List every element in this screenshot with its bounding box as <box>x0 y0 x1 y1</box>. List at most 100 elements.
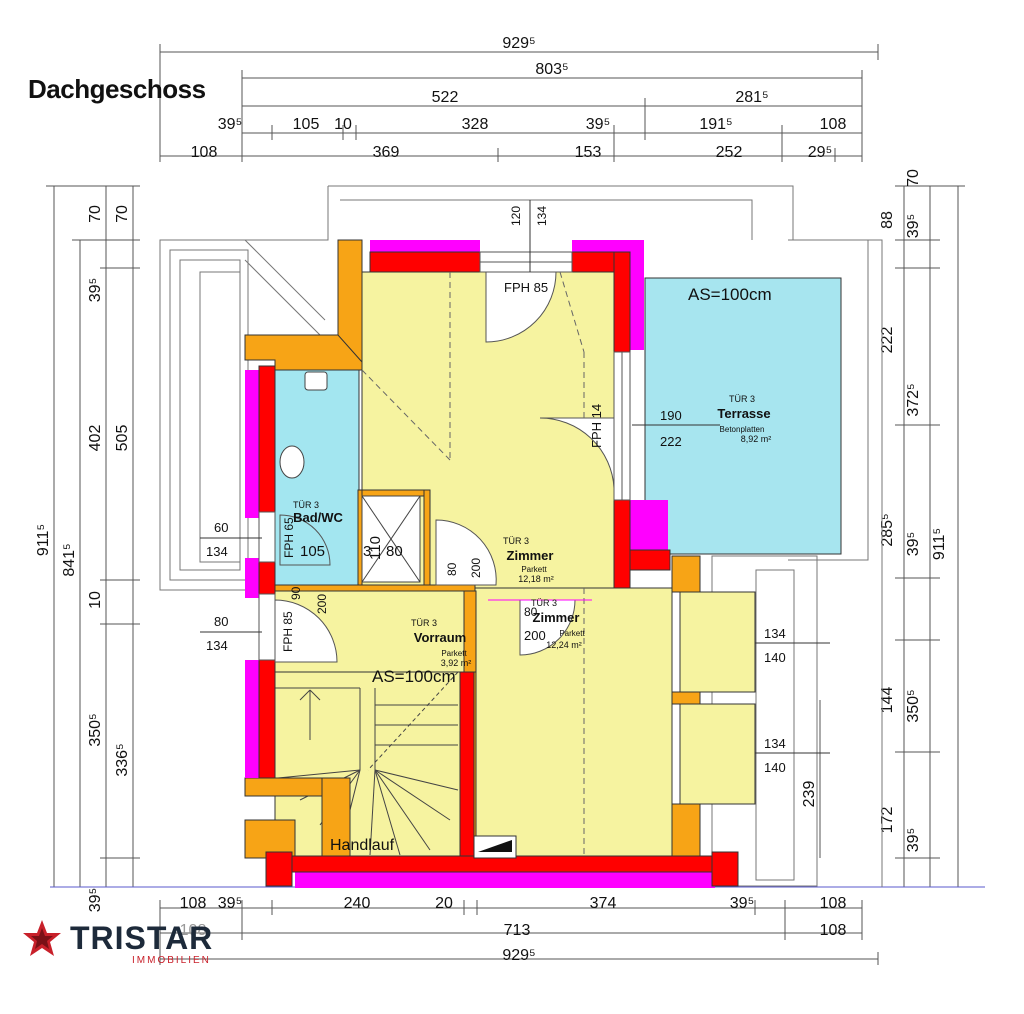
dim-right-395c: 39⁵ <box>905 828 922 852</box>
v200-label: 200 <box>315 594 329 614</box>
dim-left-505: 505 <box>114 425 131 452</box>
room-label-bad: TÜR 3 Bad/WC <box>293 500 344 525</box>
room-area: 8,92 m² <box>741 434 772 444</box>
bath90-label: 90 <box>289 586 303 600</box>
dim-top-1: 929⁵ <box>502 35 535 52</box>
door-swings <box>274 271 615 663</box>
dim-right-88: 88 <box>879 211 896 229</box>
fph14-label: FPH 14 <box>589 404 604 448</box>
right-dimension-texts: 70 88 39⁵ 222 372⁵ 285⁵ 39⁵ 911⁵ 144 350… <box>801 169 948 852</box>
dim-bottom-1d: 20 <box>435 895 453 912</box>
room-floor: Betonplatten <box>720 425 765 434</box>
room-name: Bad/WC <box>293 510 343 525</box>
dim-bottom-3: 929⁵ <box>502 947 535 964</box>
bath3-label: 3 <box>363 543 371 560</box>
dim-left-395b: 39⁵ <box>87 888 104 912</box>
room-label-vorraum: TÜR 3 Vorraum Parkett 3,92 m² <box>411 618 471 668</box>
room-area: 12,18 m² <box>518 574 554 584</box>
room-door: TÜR 3 <box>411 618 437 628</box>
w120-label: 120 <box>509 206 523 226</box>
room-name: Vorraum <box>414 630 467 645</box>
room-door: TÜR 3 <box>531 598 557 608</box>
room-area: 3,92 m² <box>441 658 472 668</box>
fph85-left-label: FPH 85 <box>281 611 295 652</box>
as-label-top: AS=100cm <box>688 285 772 304</box>
dim-right-2855: 285⁵ <box>879 513 896 546</box>
dim-left-395: 39⁵ <box>87 278 104 302</box>
dim-right-9115: 911⁵ <box>931 528 948 560</box>
t190-label: 190 <box>660 408 682 423</box>
room-floor: Parkett <box>559 629 585 638</box>
toilet-icon <box>304 371 328 391</box>
dim-left-70b: 70 <box>114 205 131 223</box>
dim-left-10: 10 <box>87 591 104 609</box>
dim-left-3365: 336⁵ <box>114 743 131 776</box>
dim-bottom-1e: 374 <box>590 895 617 912</box>
walls <box>244 239 739 888</box>
bottom-dimension-texts: 108 39⁵ 240 20 374 39⁵ 108 108 713 108 9… <box>180 895 847 964</box>
room-area: 12,24 m² <box>546 640 582 650</box>
dim-bottom-1a: 108 <box>180 895 207 912</box>
left-dimension-texts: 911⁵ 841⁵ 70 70 39⁵ 402 505 10 350⁵ 336⁵… <box>35 205 131 912</box>
tristar-logo: TRISTAR IMMOBILIEN <box>20 918 240 966</box>
dim-top-4a: 39⁵ <box>218 116 242 133</box>
z2-80-label: 80 <box>524 605 538 619</box>
z80-label: 80 <box>445 562 459 576</box>
dim-top-3b: 281⁵ <box>735 89 768 106</box>
sink-icon <box>279 445 305 479</box>
w134-label: 134 <box>535 206 549 226</box>
dim-top-4d: 328 <box>462 116 489 133</box>
dim-right-395a: 39⁵ <box>905 214 922 238</box>
dim-right-172: 172 <box>879 807 896 834</box>
fph85-top-label: FPH 85 <box>504 280 548 295</box>
dim-top-5e: 29⁵ <box>808 144 832 161</box>
right-dimension-lines <box>819 185 965 887</box>
as-label-mid: AS=100cm <box>372 667 456 686</box>
dim-left-9115: 911⁵ <box>35 524 52 556</box>
left-dimension-lines <box>46 185 140 887</box>
dim-right-239: 239 <box>801 781 818 808</box>
logo-sub: IMMOBILIEN <box>132 955 211 966</box>
z200-label: 200 <box>469 558 483 578</box>
room-name: Zimmer <box>533 610 580 625</box>
bath105-label: 105 <box>300 543 325 560</box>
top-dimension-lines <box>159 44 879 162</box>
room-label-zimmer-upper: TÜR 3 Zimmer Parkett 12,18 m² <box>503 536 554 584</box>
dim-top-2: 803⁵ <box>535 61 568 78</box>
room-door: TÜR 3 <box>729 394 755 404</box>
room-name: Terrasse <box>717 406 770 421</box>
room-label-zimmer-lower: TÜR 3 Zimmer Parkett 12,24 m² <box>531 598 585 650</box>
dim-top-5b: 369 <box>373 144 400 161</box>
z2-200-label: 200 <box>524 628 546 643</box>
fph65-label: FPH 65 <box>282 517 296 558</box>
dim-bottom-1c: 240 <box>344 895 371 912</box>
page-title: Dachgeschoss <box>28 74 206 104</box>
room-door: TÜR 3 <box>293 500 319 510</box>
b80-label: 80 <box>214 614 228 629</box>
dim-top-4c: 10 <box>334 116 352 133</box>
dim-top-5a: 108 <box>191 144 218 161</box>
r140b-label: 140 <box>764 760 786 775</box>
bath110-label: 110 <box>367 536 384 560</box>
dim-right-70: 70 <box>905 169 922 187</box>
room-door: TÜR 3 <box>503 536 529 546</box>
plan-labels: AS=100cm AS=100cm FPH 85 FPH 14 FPH 65 F… <box>206 206 786 854</box>
dim-top-4b: 105 <box>293 116 320 133</box>
sanitary <box>279 371 421 583</box>
room-floor: Parkett <box>441 649 467 658</box>
inner-dim-lines <box>200 200 830 754</box>
top-dimension-texts: 929⁵ 803⁵ 522 281⁵ 39⁵ 105 10 328 39⁵ 19… <box>191 35 847 161</box>
dim-bottom-2b: 713 <box>504 922 531 939</box>
dim-right-3725: 372⁵ <box>905 383 922 416</box>
room-floor: Parkett <box>521 565 547 574</box>
b134b-label: 134 <box>206 638 228 653</box>
dim-bottom-1g: 108 <box>820 895 847 912</box>
room-name: Zimmer <box>507 548 554 563</box>
dim-top-5d: 252 <box>716 144 743 161</box>
room-label-terrasse: TÜR 3 Terrasse Betonplatten 8,92 m² <box>717 394 771 444</box>
bath80-label: 80 <box>386 543 403 560</box>
dim-top-4g: 108 <box>820 116 847 133</box>
dim-top-4e: 39⁵ <box>586 116 610 133</box>
dim-bottom-1f: 39⁵ <box>730 895 754 912</box>
logo-brand: TRISTAR <box>70 920 214 956</box>
